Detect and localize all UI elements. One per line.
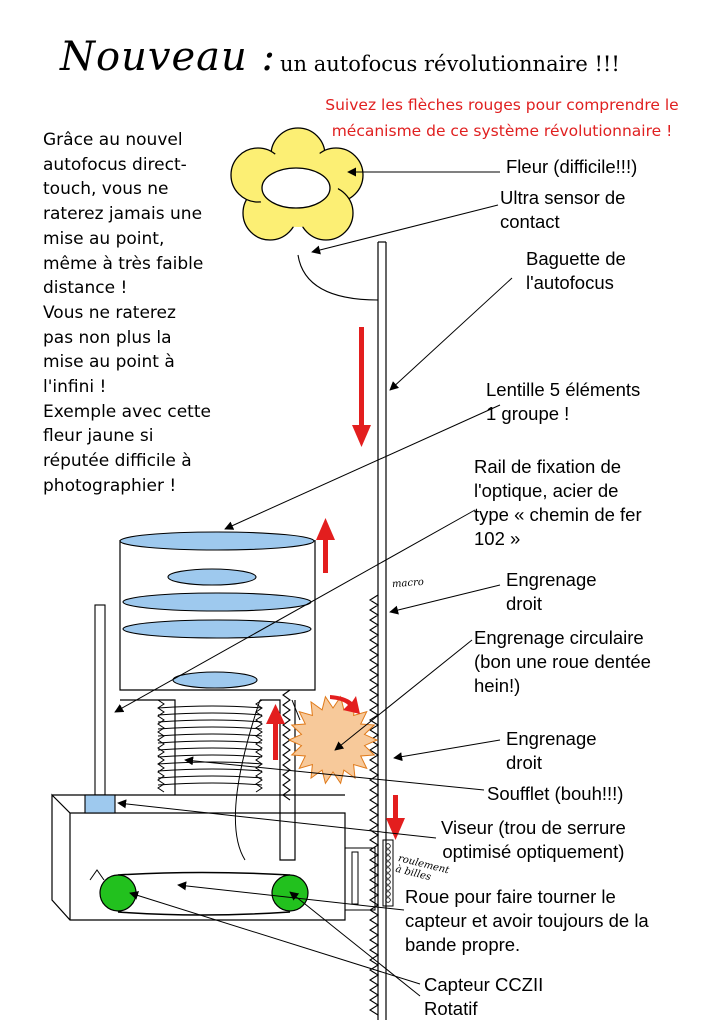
- red-arrow-down: [386, 818, 405, 840]
- label-sensor: Capteur CCZII Rotatif: [424, 974, 544, 1019]
- intro-line: réputée difficile à: [43, 451, 192, 472]
- intro-line: pas non plus la: [43, 327, 172, 348]
- intro-line: Exemple avec cette: [43, 401, 211, 422]
- intro-text: Grâce au nouvel autofocus direct- touch,…: [43, 128, 233, 499]
- label-rack-gear-1: Engrenage droit: [506, 569, 597, 614]
- intro-line: photographier !: [43, 475, 177, 496]
- sensor-band: [117, 871, 291, 876]
- rack-gear-left: [282, 689, 291, 801]
- red-arrow-down: [352, 425, 371, 447]
- red-arrow-up: [316, 518, 335, 540]
- label-rack-gear-2: Engrenage droit: [506, 728, 597, 773]
- instructions-text: Suivez les flèches rouges pour comprendr…: [325, 96, 679, 140]
- pointer-lines: [114, 167, 513, 997]
- lens-barrel: [119, 531, 316, 691]
- label-rail: Rail de fixation de l'optique, acier de …: [474, 456, 642, 549]
- rack-gear: [368, 594, 380, 1016]
- left-support: [94, 604, 106, 796]
- intro-line: Grâce au nouvel: [43, 130, 183, 150]
- label-viewfinder: Viseur (trou de serrure optimisé optique…: [441, 817, 626, 862]
- intro-line: l'infini !: [43, 377, 107, 398]
- page-subtitle: un autofocus révolutionnaire !!!: [280, 52, 620, 76]
- intro-line: Vous ne raterez: [43, 302, 176, 323]
- red-arrow-up: [266, 704, 285, 724]
- intro-line: mise au point à: [43, 352, 175, 373]
- viewfinder: [84, 794, 116, 814]
- intro-line: touch, vous ne: [43, 179, 169, 200]
- page-title: Nouveau :: [60, 34, 276, 80]
- bellows: [157, 699, 263, 793]
- label-lens: Lentille 5 éléments 1 groupe !: [486, 379, 641, 424]
- intro-line: fleur jaune si: [43, 426, 154, 447]
- intro-line: autofocus direct-: [43, 154, 187, 175]
- label-circular-gear: Engrenage circulaire (bon une roue denté…: [474, 627, 651, 696]
- label-flower: Fleur (difficile!!!): [506, 156, 638, 177]
- intro-line: distance !: [43, 278, 128, 299]
- intro-line: raterez jamais une: [43, 204, 203, 225]
- label-contact-sensor: Ultra sensor de contact: [500, 187, 626, 232]
- label-autofocus-rod: Baguette de l'autofocus: [526, 248, 626, 293]
- sensor-wheel-right: [271, 874, 309, 912]
- annotation-macro: macro: [391, 576, 425, 591]
- intro-line: mise au point,: [43, 228, 165, 249]
- intro-line: même à très faible: [43, 253, 204, 274]
- circular-gear: [287, 695, 379, 785]
- red-arrow-rotation: [330, 695, 360, 714]
- label-bellows: Soufflet (bouh!!!): [487, 783, 624, 804]
- label-wheel: Roue pour faire tourner le capteur et av…: [405, 886, 649, 955]
- ball-bearing: [345, 839, 394, 911]
- flower: [230, 127, 364, 241]
- contact-sensor-curve: [297, 254, 379, 301]
- red-arrows: [266, 327, 405, 840]
